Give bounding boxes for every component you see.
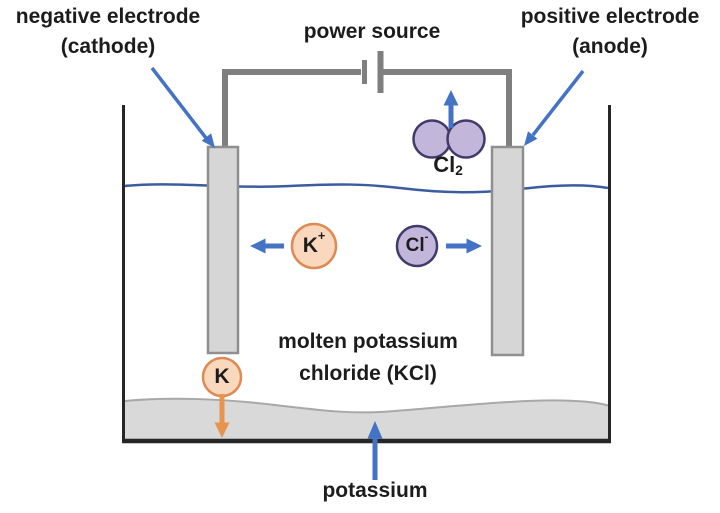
electrolyte-label-line2: chloride (KCl) [299, 362, 437, 385]
potassium-metal-layer [125, 398, 608, 440]
electrolyte-label: molten potassium chloride (KCl) [240, 326, 496, 390]
power-source-label: power source [303, 20, 441, 43]
potassium-ion-circle [290, 222, 338, 270]
chlorine-gas-subscript: 2 [455, 163, 463, 178]
potassium-atom-text: K [203, 358, 241, 396]
cathode-pointer-arrow-shaft [150, 66, 208, 140]
anode-pointer-arrow [524, 69, 585, 146]
chlorine-up-arrow [443, 90, 459, 128]
chloride-ion-charge: - [424, 231, 429, 243]
chlorine-up-arrow-head [443, 90, 459, 106]
chloride-ion-arrow [446, 238, 482, 254]
potassium-metal-layer-edge [124, 397, 609, 414]
positive-electrode-label-line1: positive electrode [520, 5, 700, 28]
chlorine-molecule-atom-right [446, 119, 486, 159]
potassium-ion-arrow-head [250, 238, 266, 254]
electrolyte-label-line1: molten potassium [278, 330, 458, 353]
anode-electrode [490, 145, 525, 357]
chlorine-gas-symbol: Cl [433, 152, 456, 177]
cathode-pointer-arrow [150, 66, 215, 148]
chloride-ion-symbol: Cl [405, 235, 425, 256]
potassium-label-arrow-head [367, 421, 383, 439]
negative-electrode-label-line2: (cathode) [60, 35, 156, 58]
potassium-product-label: potassium [322, 479, 428, 502]
potassium-label-arrow [367, 421, 383, 480]
potassium-atom-symbol: K [214, 365, 230, 388]
positive-electrode-label-line2: (anode) [572, 35, 648, 58]
chloride-ion-text: Cl- [397, 226, 437, 266]
negative-electrode-label: negative electrode (cathode) [2, 2, 214, 62]
potassium-sink-arrow [214, 394, 230, 438]
potassium-sink-arrow-head [214, 422, 230, 438]
potassium-ion-text: K+ [292, 224, 336, 268]
liquid-surface-line [124, 183, 609, 194]
anode-pointer-arrow-shaft [531, 69, 585, 137]
potassium-ion-arrow [250, 238, 284, 254]
wire-left [222, 69, 361, 150]
wire-right [383, 69, 512, 150]
chloride-ion-circle [395, 224, 439, 268]
anode-pointer-arrow-head [524, 131, 538, 146]
chloride-ion-arrow-head [466, 238, 482, 254]
cathode-electrode [206, 145, 240, 355]
cathode-pointer-arrow-head [201, 133, 215, 148]
negative-electrode-label-line1: negative electrode [15, 5, 201, 28]
positive-electrode-label: positive electrode (anode) [502, 2, 718, 62]
potassium-ion-symbol: K [302, 234, 318, 257]
potassium-ion-charge: + [317, 229, 326, 243]
